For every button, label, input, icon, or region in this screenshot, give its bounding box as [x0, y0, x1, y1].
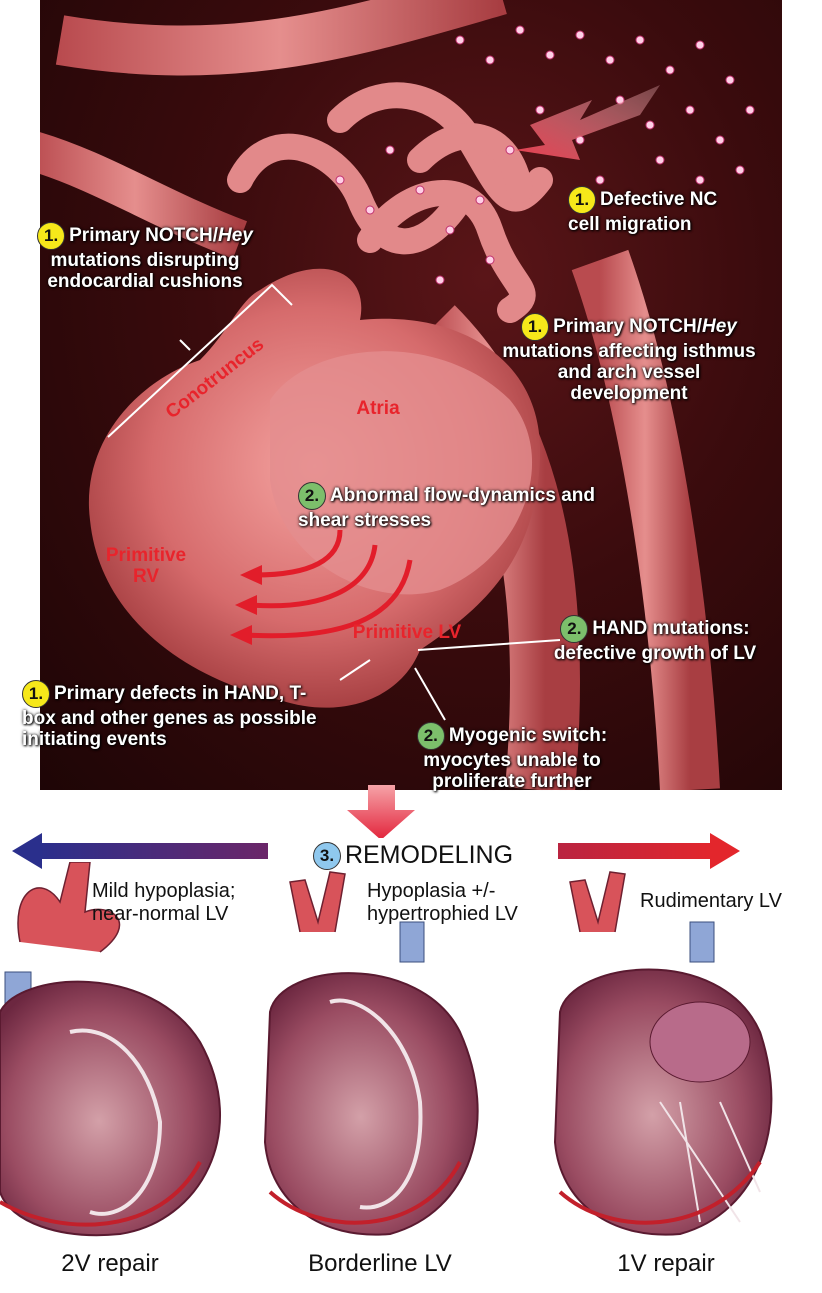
label-primitive-rv: Primitive RV [96, 545, 196, 587]
outcome-borderline-lv: Borderline LV [260, 1250, 500, 1278]
annotation-hand-mutations: 2.HAND mutations: defective growth of LV [540, 615, 770, 664]
label-primitive-lv: Primitive LV [352, 622, 462, 643]
lv-myogenic-leader-line [415, 668, 445, 720]
down-arrow [347, 785, 415, 840]
annotation-nc-migration: 1.Defective NC cell migration [568, 186, 748, 235]
annotation-flow-dynamics: 2.Abnormal flow-dynamics and shear stres… [298, 482, 598, 531]
stage-1-badge: 1. [37, 222, 65, 250]
annotation-text: Primary defects in HAND, T-box and other… [22, 683, 317, 750]
outcome-2v-repair: 2V repair [0, 1250, 230, 1278]
label-atria: Atria [338, 398, 418, 419]
annotation-text-italic: Hey [702, 316, 737, 337]
annotation-primary-defects: 1.Primary defects in HAND, T-box and oth… [22, 680, 322, 750]
annotation-notch-isthmus: 1.Primary NOTCH/Hey mutations affecting … [498, 313, 760, 404]
stage-1-badge: 1. [568, 186, 596, 214]
annotation-text-a: Primary NOTCH/ [69, 225, 218, 246]
annotation-notch-cushions: 1.Primary NOTCH/Hey mutations disrupting… [30, 222, 260, 292]
annotation-text-b: mutations affecting isthmus and arch ves… [502, 341, 755, 404]
annotation-text-italic: Hey [218, 225, 253, 246]
outcome-1v-repair: 1V repair [546, 1250, 786, 1278]
annotation-text-a: Primary NOTCH/ [553, 316, 702, 337]
heart-label-borderline: Hypoplasia +/- hypertrophied LV [367, 880, 542, 926]
annotation-myogenic-switch: 2.Myogenic switch: myocytes unable to pr… [392, 722, 632, 792]
stage-1-badge: 1. [521, 313, 549, 341]
heart-borderline [265, 872, 478, 1235]
cushions-leader-line [180, 340, 190, 350]
dorsal-aorta-vessel [60, 0, 500, 50]
stage-2-badge: 2. [298, 482, 326, 510]
annotation-text: Myogenic switch: myocytes unable to prol… [423, 725, 607, 792]
heart-1v [555, 872, 771, 1235]
annotation-text: Abnormal flow-dynamics and shear stresse… [298, 485, 595, 531]
stage-1-badge: 1. [22, 680, 50, 708]
heart-label-1v: Rudimentary LV [640, 890, 822, 913]
annotation-text-b: mutations disrupting endocardial cushion… [47, 250, 242, 292]
nc-migration-arrow [515, 85, 660, 160]
heart-label-2v: Mild hypoplasia; near-normal LV [92, 880, 282, 926]
stage-2-badge: 2. [560, 615, 588, 643]
stage-2-badge: 2. [417, 722, 445, 750]
